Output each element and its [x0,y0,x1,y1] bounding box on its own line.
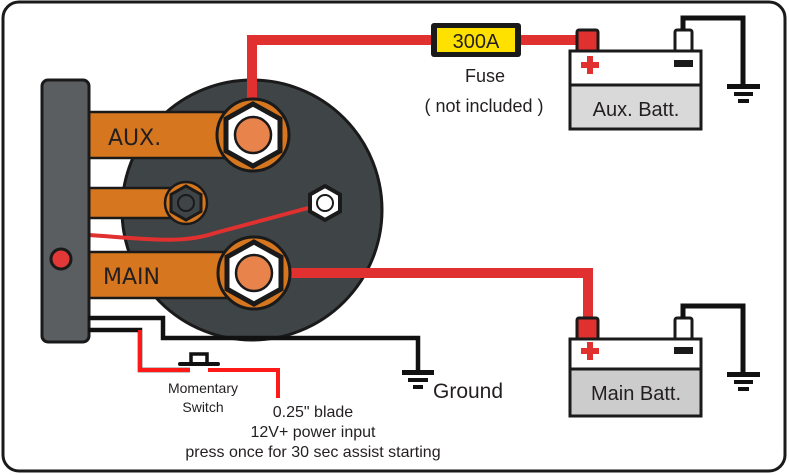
power-input-line3: press once for 30 sec assist starting [185,444,440,461]
minus-icon [674,347,693,354]
mounting-bracket [40,78,91,344]
ground-label: Ground [433,380,503,403]
wire-control-signal [87,202,324,242]
fuse-rating: 300A [453,31,500,53]
switch-label-line2: Switch [182,399,223,415]
power-input-line1: 0.25" blade [273,404,354,421]
ground-symbol-isolator [402,370,434,389]
plus-icon [581,56,599,74]
status-led [49,247,73,271]
wire-aux-ground [680,15,746,86]
wire-main-positive [258,268,593,322]
battery-aux-positive-post [575,28,600,54]
fuse: 300A [431,23,521,57]
minus-icon [674,60,693,67]
terminal-middle [83,180,209,226]
battery-aux-body [568,83,703,131]
fuse-label: Fuse [465,66,505,86]
battery-main: Main Batt. [568,316,703,418]
stud-aux [233,115,273,155]
wire-main-ground [680,303,746,374]
momentary-switch-icon [178,352,220,366]
battery-main-body [568,367,703,418]
stud-middle [177,194,195,212]
power-input-line2: 12V+ power input [251,424,377,441]
terminal-main-label: MAIN [103,265,160,290]
wire-isolator-ground [88,315,421,372]
wire-switch-red-left [138,330,190,372]
battery-main-positive-post [575,316,600,342]
terminal-aux-label: AUX. [108,126,161,151]
switch-label-line1: Momentary [168,380,238,396]
stud-control [316,194,334,212]
terminal-aux: AUX. [83,97,291,173]
battery-main-label: Main Batt. [591,383,681,405]
battery-aux-label: Aux. Batt. [593,99,680,121]
plus-icon [581,342,599,360]
fuse-note: ( not included ) [424,96,543,116]
ground-symbol-main [727,372,760,391]
battery-main-negative-post [673,316,694,342]
battery-aux: Aux. Batt. [568,28,703,131]
battery-aux-negative-post [673,28,694,54]
terminal-control [308,183,342,223]
wire-switch-red-right [208,368,280,398]
stud-main [234,253,274,293]
fuse-window [437,28,515,52]
ground-symbol-aux [727,84,760,103]
